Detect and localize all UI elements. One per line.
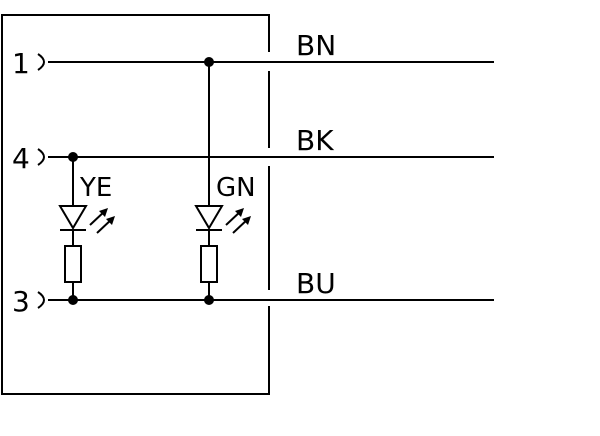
pin-4-label: 4 [12, 142, 30, 175]
socket-1-icon [37, 53, 45, 71]
pin-1: 1 [12, 47, 45, 80]
light-emission-arrows-icon [89, 208, 115, 234]
led-ye-label: YE [79, 173, 112, 203]
wire-bu-label: BU [296, 267, 336, 300]
led-diode-icon [194, 205, 224, 231]
connector-housing [1, 14, 270, 395]
resistor-icon [64, 245, 82, 283]
wire-bk-label: BK [296, 124, 334, 157]
resistor-icon [200, 245, 218, 283]
led-branch-ye: YE [58, 157, 115, 300]
led-diode-icon [58, 205, 88, 231]
led-gn-label: GN [216, 173, 256, 203]
pin-3-label: 3 [12, 285, 30, 318]
wire-bn-label: BN [296, 29, 336, 62]
pin-1-label: 1 [12, 47, 30, 80]
pin-4: 4 [12, 142, 45, 175]
light-emission-arrows-icon [225, 208, 251, 234]
socket-3-icon [37, 291, 45, 309]
led-branch-gn: GN [194, 62, 256, 300]
socket-4-icon [37, 148, 45, 166]
pin-3: 3 [12, 285, 45, 318]
